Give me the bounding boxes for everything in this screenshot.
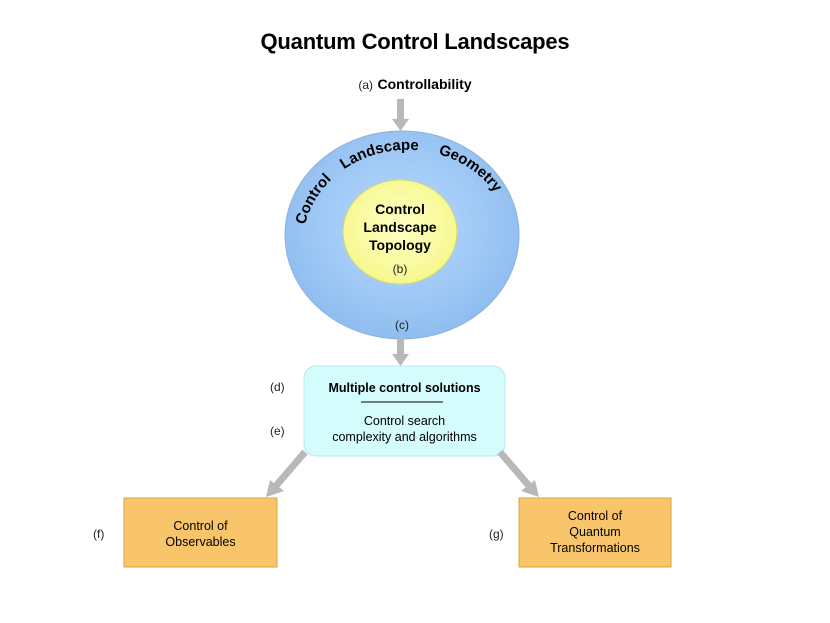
observables-line-1: Control of	[173, 519, 228, 533]
transformations-text: Control of Quantum Transformations	[519, 508, 671, 556]
controllability-label-row: (a) Controllability	[0, 76, 830, 94]
marker-b: (b)	[392, 262, 408, 276]
page-title: Quantum Control Landscapes	[260, 29, 570, 54]
arrow-to-observables	[266, 449, 308, 497]
topology-line-2: Landscape	[363, 219, 437, 235]
topology-line-1: Control	[375, 201, 425, 217]
multiple-solutions-text: Multiple control solutions	[328, 381, 481, 395]
search-complexity-text: Control search complexity and algorithms	[304, 413, 505, 445]
topology-inner-circle	[342, 179, 458, 285]
transformations-line-3: Transformations	[550, 541, 640, 555]
topology-line-3: Topology	[369, 237, 431, 253]
observables-box	[123, 497, 278, 568]
search-line-1: Control search	[363, 414, 446, 428]
marker-c: (c)	[395, 318, 409, 332]
transformations-line-2: Quantum	[569, 525, 621, 539]
search-box	[303, 365, 506, 457]
marker-e: (e)	[270, 424, 285, 438]
arrow-geometry-to-box	[392, 338, 409, 366]
observables-text: Control of Observables	[124, 518, 277, 550]
transformations-box	[518, 497, 672, 568]
arrow-to-transformations	[497, 449, 539, 497]
transformations-line-1: Control of	[567, 509, 623, 523]
search-line-2: complexity and algorithms	[332, 430, 477, 444]
marker-f: (f)	[93, 527, 105, 541]
marker-g: (g)	[489, 527, 504, 541]
marker-d: (d)	[270, 380, 285, 394]
arrow-controllability-to-geometry	[392, 99, 409, 131]
marker-a: (a)	[358, 78, 374, 92]
controllability-label: Controllability	[377, 76, 472, 92]
topology-text: Control Landscape Topology	[340, 200, 460, 254]
observables-line-2: Observables	[165, 535, 236, 549]
